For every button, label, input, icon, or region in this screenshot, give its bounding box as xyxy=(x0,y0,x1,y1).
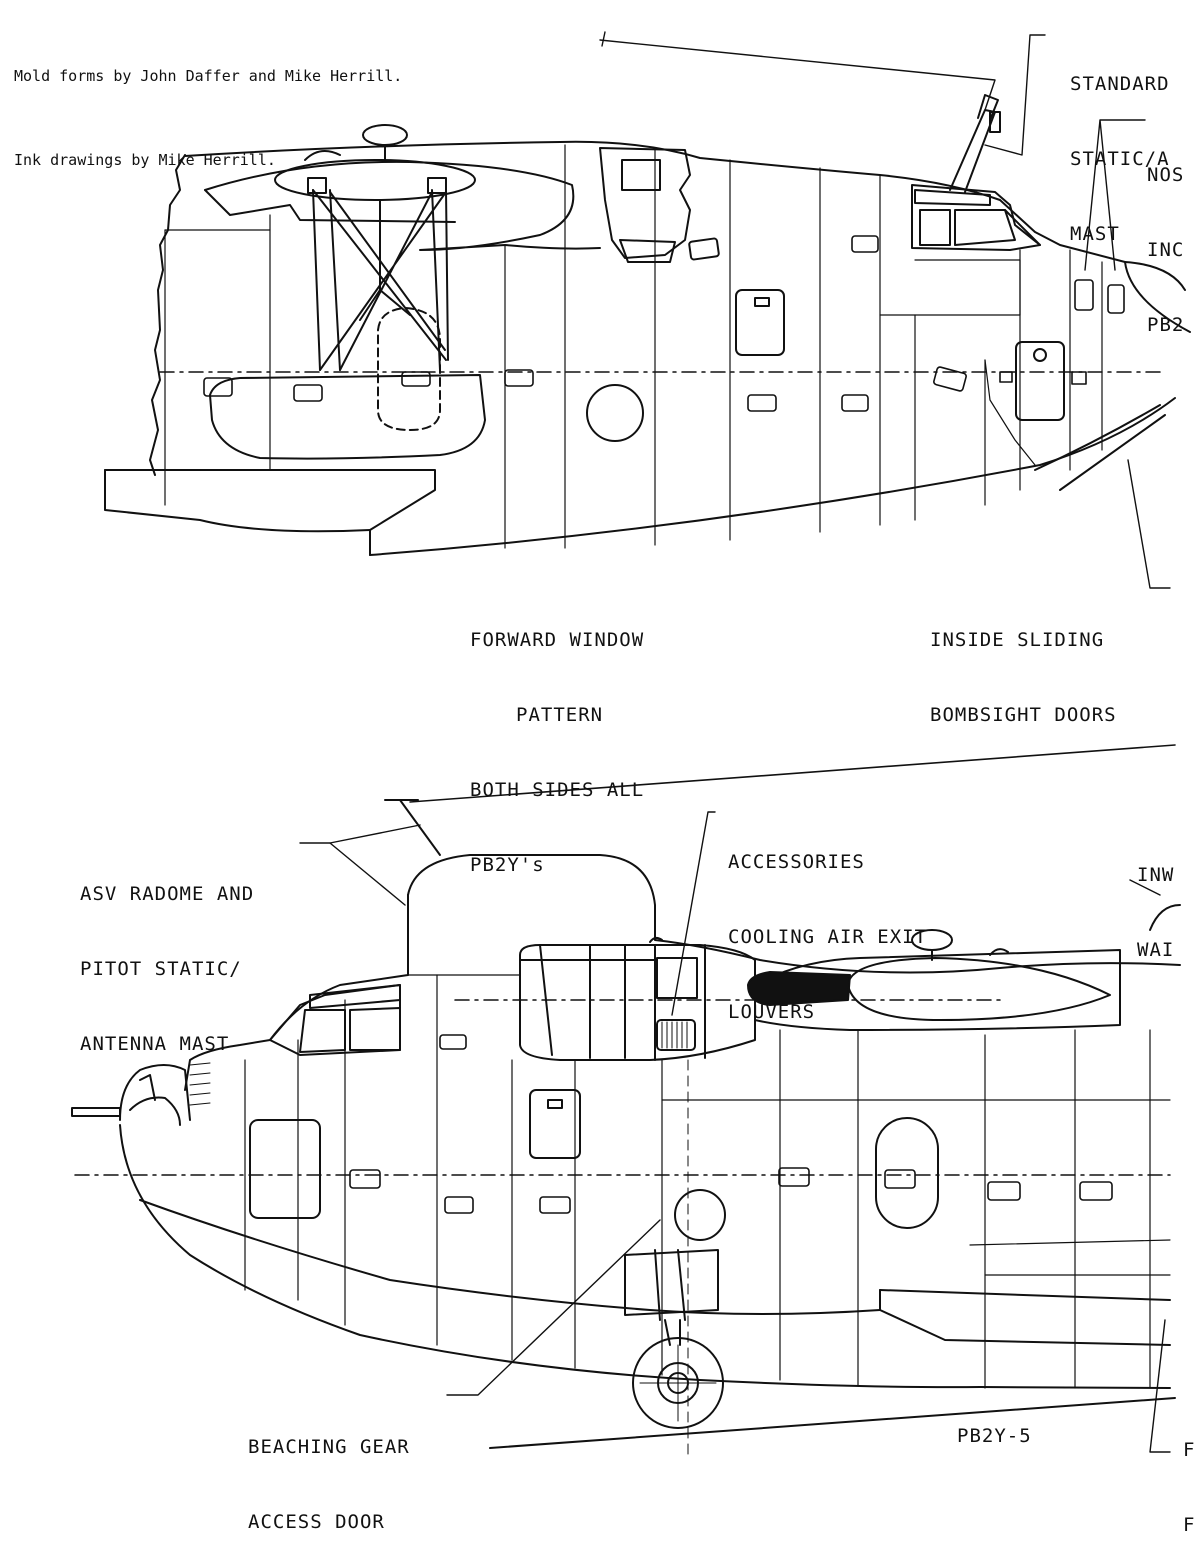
bottom-fuselage-upper xyxy=(407,854,1181,974)
top-hull-bottom xyxy=(369,397,1176,556)
credits: Mold forms by John Daffer and Mike Herri… xyxy=(14,6,402,202)
top-wing-nacelle xyxy=(204,160,601,251)
static-mast-label: STANDARD STATIC/A MAST xyxy=(1070,73,1170,245)
top-entry-door xyxy=(1015,341,1065,421)
bottom-wing-float xyxy=(847,957,1111,1021)
bottom-fuselage-view xyxy=(71,744,1181,1456)
top-window-pattern xyxy=(203,235,1125,412)
aircraft-drawing xyxy=(71,31,1191,1456)
waist-label: INW WAI xyxy=(1137,864,1175,961)
top-hatch xyxy=(735,289,785,356)
credit-line-2: Ink drawings by Mike Herrill. xyxy=(14,151,276,169)
bottom-hull-bottom xyxy=(119,1124,1171,1389)
bottom-beaching-gear xyxy=(624,1249,724,1429)
bottom-ground-line xyxy=(489,1397,1176,1449)
bombsight-doors-label: INSIDE SLIDING BOMBSIGHT DOORS xyxy=(930,629,1117,726)
top-float-struts xyxy=(307,177,449,371)
bottom-cooling-louvers xyxy=(656,1019,696,1051)
forward-window-pattern-label: FORWARD WINDOW PATTERN BOTH SIDES ALL PB… xyxy=(470,629,645,876)
top-fuselage-view xyxy=(104,31,1191,589)
top-engine-cowl xyxy=(599,147,691,259)
asv-radome-label: ASV RADOME AND PITOT STATIC/ ANTENNA MAS… xyxy=(80,883,255,1055)
bottom-wing-section xyxy=(754,949,1121,1031)
bottom-window-pattern xyxy=(349,1034,1113,1214)
bottom-nose-gun xyxy=(71,1107,121,1117)
credit-line-1: Mold forms by John Daffer and Mike Herri… xyxy=(14,67,403,85)
top-hull-chine xyxy=(199,469,436,556)
edge-label: F F xyxy=(1183,1439,1196,1536)
top-porthole xyxy=(586,384,644,442)
nose-label: NOS INC PB2 xyxy=(1147,164,1185,336)
cooling-louvers-label: ACCESSORIES COOLING AIR EXIT LOUVERS xyxy=(728,851,928,1023)
top-static-mast xyxy=(949,94,1001,193)
top-nose-chin xyxy=(1124,261,1191,333)
bottom-engine-nacelle xyxy=(519,936,756,1061)
top-keel xyxy=(1034,404,1161,471)
bottom-leader-lines xyxy=(299,811,1171,1453)
top-nose-dome xyxy=(1124,261,1186,291)
bottom-waist-hatch xyxy=(875,1117,939,1229)
bottom-nose-turret xyxy=(119,1064,191,1121)
top-leader-lines xyxy=(599,31,1171,589)
bottom-cockpit xyxy=(269,984,401,1056)
top-wing-float xyxy=(209,374,486,460)
top-sponson xyxy=(104,469,371,533)
top-cockpit xyxy=(911,184,1041,251)
bottom-porthole xyxy=(674,1189,726,1241)
top-fuselage-upper-edge xyxy=(184,140,1126,263)
bottom-hatch xyxy=(529,1089,581,1159)
bottom-entry-door xyxy=(249,1119,321,1219)
top-break-line xyxy=(149,154,186,476)
beaching-gear-label: BEACHING GEAR ACCESS DOOR xyxy=(248,1436,410,1533)
model-designation: PB2Y-5 xyxy=(957,1425,1032,1447)
